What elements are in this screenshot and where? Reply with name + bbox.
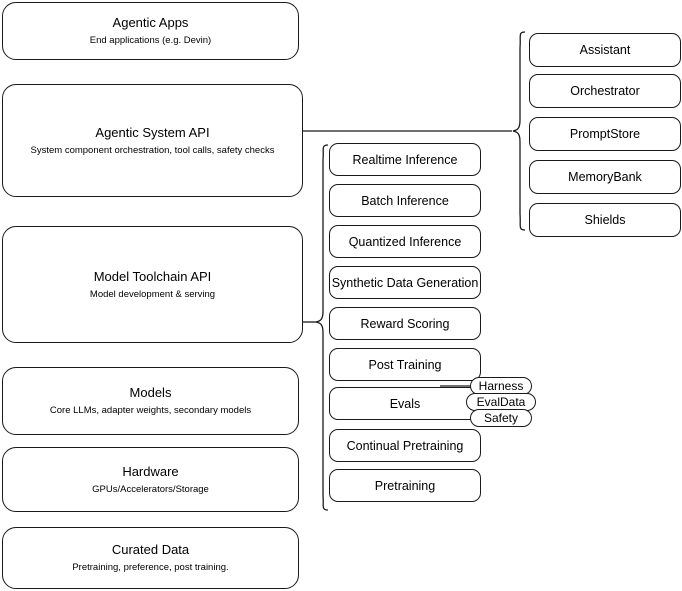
system-item-orchestrator[interactable]: Orchestrator (529, 74, 681, 108)
layer-subtitle: System component orchestration, tool cal… (30, 144, 275, 156)
layer-box-models[interactable]: Models Core LLMs, adapter weights, secon… (2, 367, 299, 435)
toolchain-item-pretraining[interactable]: Pretraining (329, 469, 481, 502)
layer-box-agentic-system-api[interactable]: Agentic System API System component orch… (2, 84, 303, 197)
layer-box-curated-data[interactable]: Curated Data Pretraining, preference, po… (2, 527, 299, 589)
toolchain-item-continual-pretraining[interactable]: Continual Pretraining (329, 429, 481, 462)
system-item-shields[interactable]: Shields (529, 203, 681, 237)
evals-badge-harness[interactable]: Harness (470, 377, 532, 395)
toolchain-item-realtime-inference[interactable]: Realtime Inference (329, 143, 481, 176)
layer-title: Model Toolchain API (93, 268, 212, 284)
toolchain-item-reward-scoring[interactable]: Reward Scoring (329, 307, 481, 340)
evals-badge-safety[interactable]: Safety (470, 409, 532, 427)
system-items-brace (512, 31, 526, 231)
layer-subtitle: End applications (e.g. Devin) (89, 35, 212, 46)
layer-subtitle: GPUs/Accelerators/Storage (92, 483, 209, 495)
toolchain-item-quantized-inference[interactable]: Quantized Inference (329, 225, 481, 258)
layer-subtitle: Pretraining, preference, post training. (72, 562, 229, 573)
system-item-memorybank[interactable]: MemoryBank (529, 160, 681, 194)
layer-title: Models (129, 385, 172, 400)
layer-box-model-toolchain-api[interactable]: Model Toolchain API Model development & … (2, 226, 303, 343)
layer-title: Agentic System API (95, 124, 210, 140)
evals-badge-evaldata[interactable]: EvalData (466, 393, 536, 411)
toolchain-item-batch-inference[interactable]: Batch Inference (329, 184, 481, 217)
layer-title: Agentic Apps (112, 15, 189, 30)
system-item-assistant[interactable]: Assistant (529, 33, 681, 67)
system-item-promptstore[interactable]: PromptStore (529, 117, 681, 151)
layer-box-agentic-apps[interactable]: Agentic Apps End applications (e.g. Devi… (2, 2, 299, 60)
layer-title: Curated Data (111, 542, 190, 557)
toolchain-item-post-training[interactable]: Post Training (329, 348, 481, 381)
layer-title: Hardware (122, 463, 179, 479)
layer-box-hardware[interactable]: Hardware GPUs/Accelerators/Storage (2, 447, 299, 512)
layer-subtitle: Model development & serving (89, 288, 216, 300)
toolchain-item-synthetic-data-generation[interactable]: Synthetic Data Generation (329, 266, 481, 299)
toolchain-items-brace (315, 144, 329, 511)
layer-subtitle: Core LLMs, adapter weights, secondary mo… (49, 405, 252, 416)
toolchain-item-evals[interactable]: Evals (329, 387, 481, 420)
